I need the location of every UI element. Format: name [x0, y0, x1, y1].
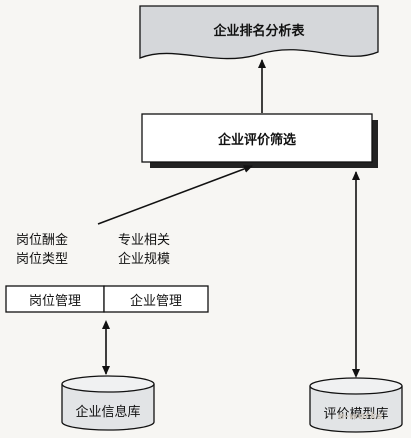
annotation-right-line1: 专业相关 [118, 233, 171, 248]
annotation-left-line2: 岗位类型 [16, 252, 69, 267]
filter-title: 企业评价筛选 [217, 133, 296, 148]
arrow-attributes-to-filter [97, 165, 253, 225]
enterprise-management-label: 企业管理 [129, 294, 182, 309]
enterprise-db-wrap: 企业信息库 [62, 401, 154, 421]
enterprise-db-label: 企业信息库 [75, 405, 141, 420]
model-db-label: 评价模型库 [323, 407, 389, 422]
watermark: e-works [338, 411, 383, 422]
position-management-label: 岗位管理 [28, 294, 81, 309]
annotation-left-line1: 岗位酬金 [16, 233, 69, 248]
enterprise-management-wrap: 企业管理 [104, 290, 208, 310]
report-title-wrap: 企业排名分析表 [140, 20, 378, 40]
enterprise-db-cylinder [61, 375, 155, 431]
annotation-right-line2: 企业规模 [118, 252, 171, 267]
model-db-wrap: 评价模型库 [310, 403, 402, 423]
filter-title-wrap: 企业评价筛选 [142, 129, 372, 149]
filter-box [141, 113, 373, 163]
position-management-wrap: 岗位管理 [6, 290, 104, 310]
position-management-box [5, 285, 105, 313]
enterprise-management-box [103, 285, 209, 313]
report-title: 企业排名分析表 [213, 24, 305, 39]
model-db-cylinder [309, 377, 403, 433]
report-document-shape [139, 5, 379, 60]
